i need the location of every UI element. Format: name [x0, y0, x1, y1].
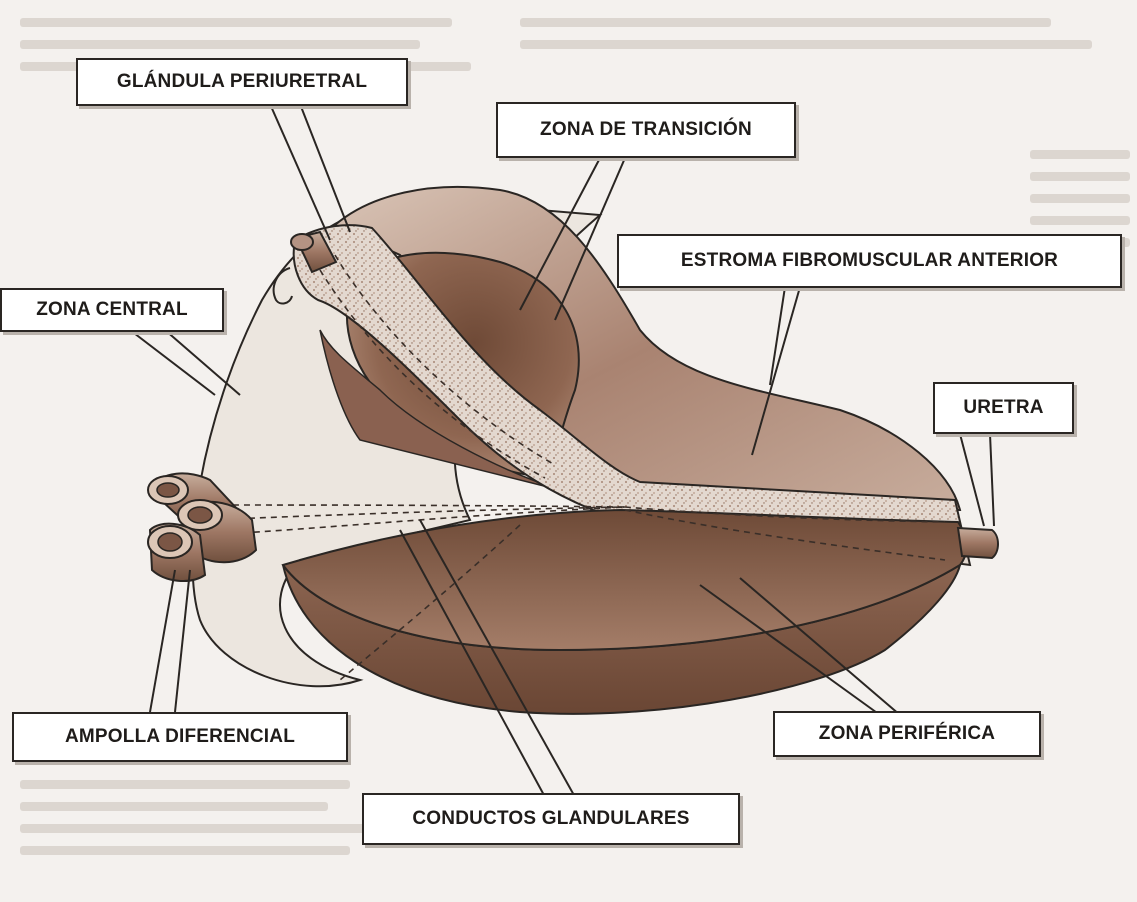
label-zona-central: ZONA CENTRAL	[0, 288, 224, 332]
urethra-outlet-tube	[958, 528, 998, 558]
label-zona-transicion: ZONA DE TRANSICIÓN	[496, 102, 796, 158]
periurethral-gland-opening	[291, 234, 313, 250]
label-ampolla-diferencial: AMPOLLA DIFERENCIAL	[12, 712, 348, 762]
label-estroma-fibromuscular-anterior: ESTROMA FIBROMUSCULAR ANTERIOR	[617, 234, 1122, 288]
label-glandula-periuretral: GLÁNDULA PERIURETRAL	[76, 58, 408, 106]
label-conductos-glandulares: CONDUCTOS GLANDULARES	[362, 793, 740, 845]
label-uretra: URETRA	[933, 382, 1074, 434]
label-zona-periferica: ZONA PERIFÉRICA	[773, 711, 1041, 757]
